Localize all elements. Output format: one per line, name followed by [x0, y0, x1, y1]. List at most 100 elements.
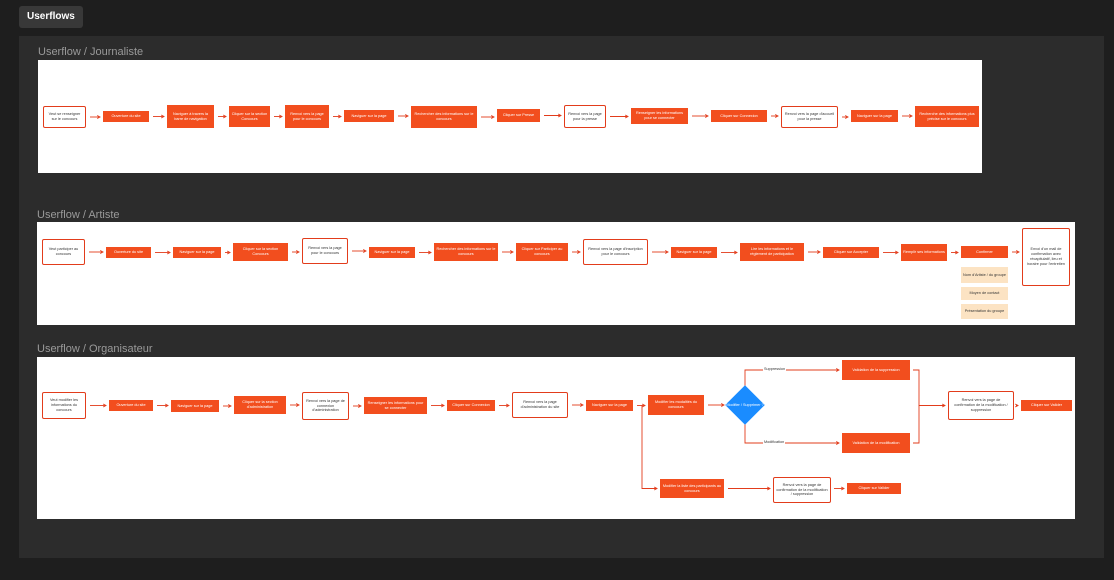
flow-node[interactable]: Cliquer sur Participer au concours: [516, 243, 568, 261]
branch-node[interactable]: Validation de la suppression: [842, 360, 910, 380]
attribute-node[interactable]: Nom d'Artiste / du groupe: [961, 267, 1008, 283]
flow-node[interactable]: Recherche des informations plus précise …: [915, 106, 979, 127]
flow-node[interactable]: Naviguer sur la page: [171, 400, 219, 412]
connector-arrowhead: [160, 114, 165, 119]
flow-node[interactable]: Naviguer sur la page: [369, 247, 415, 258]
flow-node[interactable]: Renvoi vers la page pour le concours: [302, 238, 348, 264]
connector-line: [744, 369, 839, 386]
connector-arrowhead: [844, 115, 849, 119]
connector-arrowhead: [641, 403, 646, 408]
frame-organisateur: Veut modifier les informations du concou…: [37, 357, 1075, 519]
flow-node[interactable]: Renseigner les informations pour se conn…: [631, 108, 688, 124]
connector-arrowhead: [96, 115, 101, 119]
flow-node[interactable]: Renvoi vers la page d'administration du …: [512, 392, 568, 418]
flow-node[interactable]: Ouverture du site: [109, 400, 153, 411]
flow-node[interactable]: Ouverture du site: [103, 111, 149, 122]
connector-line: [744, 424, 839, 444]
connector-arrowhead: [720, 403, 725, 407]
flow-node[interactable]: Renvoi vers la page d'inscription pour l…: [583, 239, 648, 265]
flow-node[interactable]: Cliquer sur Presse: [497, 109, 540, 122]
connector-arrowhead: [579, 403, 584, 407]
connector-arrowhead: [440, 403, 445, 408]
connector-arrowhead: [427, 250, 432, 255]
flow-node[interactable]: Naviguer sur la page: [851, 110, 898, 122]
flow-node[interactable]: Remplir ses informations: [901, 244, 947, 261]
flow-node[interactable]: Rechercher des informations sur le conco…: [434, 243, 498, 261]
connector-arrowhead: [99, 250, 104, 254]
attribute-node[interactable]: Présentation du groupe: [961, 304, 1008, 319]
attribute-node[interactable]: Moyen de contact: [961, 287, 1008, 300]
connector-arrowhead: [941, 403, 946, 408]
flow-node[interactable]: Rechercher des informations sur le conco…: [411, 106, 477, 128]
flow-node[interactable]: Ouverture du site: [106, 247, 151, 258]
merge-node[interactable]: Renvoi vers la page de confirmation de l…: [948, 391, 1014, 420]
connector-arrowhead: [166, 250, 171, 255]
flow-node[interactable]: Cliquer sur la section d'administration: [234, 396, 286, 414]
flow-node[interactable]: Renvoi vers la page pour le concours: [285, 105, 329, 128]
frame-journaliste: Veut se renseigner sur le concours Ouvert…: [38, 60, 982, 173]
branch-label-suppression: Suppression: [763, 367, 787, 371]
connector-arrowhead: [816, 250, 821, 254]
connector-arrowhead: [102, 403, 107, 408]
branch-node[interactable]: Validation de la modification: [842, 433, 910, 453]
flow-node[interactable]: Renvoi vers la page de connexion d'admin…: [302, 392, 349, 420]
connector-arrowhead: [226, 250, 231, 255]
flow-node[interactable]: Cliquer sur Accepter: [823, 247, 879, 258]
flow-node[interactable]: Modifier les modalités du concours: [648, 395, 704, 415]
frame-title-artiste: Userflow / Artiste: [37, 209, 120, 221]
flow-node[interactable]: Naviguer à travers la barre de navigatio…: [167, 105, 214, 128]
flow-node[interactable]: Naviguer sur la page: [671, 247, 717, 258]
lower-node[interactable]: Cliquer sur Valider: [847, 483, 901, 494]
frame-title-organisateur: Userflow / Organisateur: [37, 343, 153, 355]
flow-node[interactable]: Renseigner les informations pour se conn…: [364, 397, 427, 414]
branch-label-modification: Modification: [763, 440, 786, 444]
flow-node[interactable]: Lire les informations et le règlement de…: [740, 243, 804, 261]
flow-node[interactable]: Renvoi vers la page d'accueil pour la pr…: [781, 106, 838, 128]
connector-arrowhead: [222, 114, 227, 119]
connector-arrowhead: [840, 486, 845, 491]
connector-line: [913, 405, 920, 444]
connector-line: [913, 369, 945, 406]
connector-arrowhead: [954, 250, 959, 255]
connector-arrowhead: [404, 114, 409, 118]
decision-label: Modifier / Supprimer ?: [726, 402, 764, 407]
flow-node[interactable]: Naviguer sur la page: [173, 247, 221, 258]
connector-arrowhead: [337, 114, 342, 119]
flow-node[interactable]: Veut participer au concours: [42, 239, 85, 265]
flow-node[interactable]: Cliquer sur la section Concours: [233, 243, 288, 261]
connector-arrowhead: [490, 115, 495, 119]
connector-arrowhead: [835, 368, 840, 372]
connector-arrowhead: [664, 250, 669, 254]
connector-arrowhead: [766, 486, 771, 491]
lower-node[interactable]: Modifier la liste des participants au co…: [660, 479, 724, 498]
connector-arrowhead: [624, 114, 629, 119]
flow-node[interactable]: Cliquer sur Connexion: [447, 400, 495, 411]
connector-arrowhead: [509, 250, 514, 254]
connector-arrowhead: [1014, 403, 1019, 408]
flow-node[interactable]: Envoi d'un mail de confirmation avec réc…: [1022, 228, 1070, 286]
flow-node[interactable]: Renvoi vers la page pour la presse: [564, 105, 606, 128]
flow-node[interactable]: Cliquer sur Connexion: [711, 110, 767, 122]
connector-arrowhead: [357, 404, 362, 408]
flow-node[interactable]: Veut se renseigner sur le concours: [43, 106, 86, 128]
flow-node[interactable]: Naviguer sur la page: [586, 400, 633, 411]
lower-node[interactable]: Renvoi vers la page de confirmation de l…: [773, 477, 831, 503]
connectors: [90, 113, 913, 119]
connector-arrowhead: [774, 114, 779, 118]
flow-node[interactable]: Cliquer sur la section Concours: [229, 106, 270, 127]
connector-arrowhead: [505, 403, 510, 408]
page-tag[interactable]: Userflows: [19, 6, 83, 28]
flow-node[interactable]: Veut modifier les informations du concou…: [42, 392, 86, 419]
connectors: [89, 249, 1020, 255]
decision-node[interactable]: Modifier / Supprimer ?: [725, 385, 765, 425]
connector-arrowhead: [295, 403, 300, 407]
connector-arrowhead: [164, 403, 169, 408]
connectors: [90, 368, 1019, 491]
merge-node[interactable]: Cliquer sur Valider: [1021, 400, 1072, 411]
connector-arrowhead: [227, 404, 232, 408]
flow-node[interactable]: Naviguer sur la page: [344, 110, 394, 122]
connector-arrowhead: [894, 250, 899, 255]
flow-node[interactable]: Confirmer: [961, 246, 1008, 258]
connector-arrowhead: [908, 114, 913, 118]
connector-arrowhead: [733, 250, 738, 255]
